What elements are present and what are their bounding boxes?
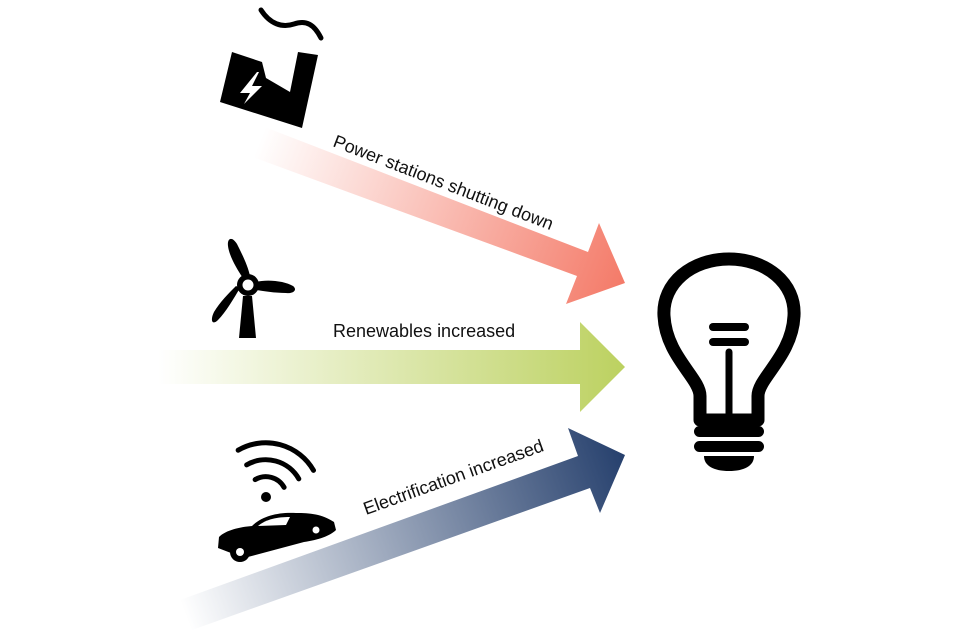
wind-turbine-icon bbox=[211, 238, 296, 338]
connected-car-icon bbox=[218, 440, 336, 562]
arrow-power-stations: Power stations shutting down bbox=[250, 126, 625, 304]
factory-lightning-icon bbox=[220, 7, 324, 128]
light-bulb-icon bbox=[657, 252, 801, 471]
arrow-renewables-label: Renewables increased bbox=[333, 321, 515, 341]
arrow-power-shape bbox=[250, 126, 625, 304]
arrow-renewables-shape bbox=[158, 322, 625, 412]
arrow-electrification-shape bbox=[180, 428, 625, 630]
arrow-renewables: Renewables increased bbox=[158, 321, 625, 412]
